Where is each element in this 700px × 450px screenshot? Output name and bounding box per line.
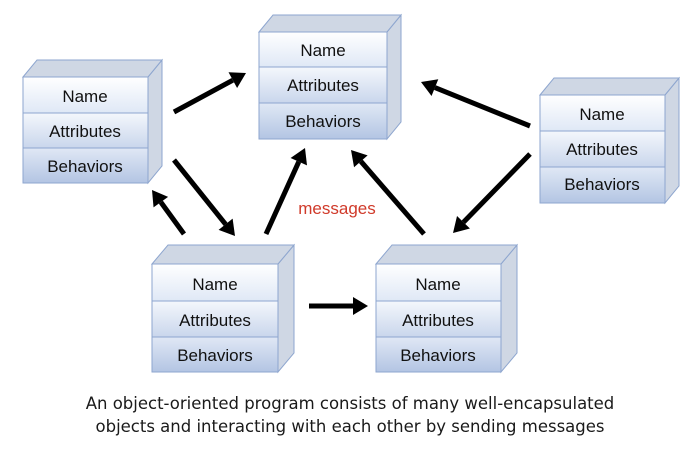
object-attributes-label: Attributes	[287, 76, 359, 95]
object-name-label: Name	[415, 275, 460, 294]
object-box-right: Name Attributes Behaviors	[538, 76, 681, 205]
caption: An object-oriented program consists of m…	[0, 392, 700, 438]
object-behaviors-label: Behaviors	[400, 346, 476, 365]
object-attributes-label: Attributes	[566, 140, 638, 159]
object-box-top-center: Name Attributes Behaviors	[257, 13, 403, 141]
object-box-side-face	[538, 76, 681, 205]
arrow-right-to-top	[433, 85, 531, 129]
object-behaviors-label: Behaviors	[285, 112, 361, 131]
object-name-label: Name	[62, 87, 107, 106]
caption-line-1: An object-oriented program consists of m…	[85, 394, 615, 413]
object-name-label: Name	[300, 41, 345, 60]
arrow-head	[453, 215, 470, 233]
arrow-head	[228, 72, 246, 89]
arrow-head	[421, 79, 439, 96]
arrow-bottom-right-to-top	[358, 159, 426, 236]
object-behaviors-label: Behaviors	[564, 175, 640, 194]
arrow-head	[152, 190, 169, 208]
object-name-label: Name	[192, 275, 237, 294]
object-behaviors-label: Behaviors	[47, 157, 123, 176]
object-box-left: Name Attributes Behaviors	[21, 58, 164, 185]
object-attributes-label: Attributes	[402, 311, 474, 330]
arrow-head	[218, 218, 235, 236]
arrow-bottom-left-to-top	[263, 160, 302, 236]
object-box-side-face	[21, 58, 164, 185]
object-attributes-label: Attributes	[179, 311, 251, 330]
message-arrows	[152, 72, 532, 315]
arrow-left-to-bottom-left	[172, 158, 228, 226]
object-behaviors-label: Behaviors	[177, 346, 253, 365]
messages-label: messages	[298, 199, 375, 218]
arrow-head	[290, 148, 308, 166]
arrow-right-to-bottom-right	[461, 152, 532, 225]
object-attributes-label: Attributes	[49, 122, 121, 141]
arrow-left-to-top	[172, 77, 235, 115]
object-box-bottom-left: Name Attributes Behaviors	[150, 243, 296, 374]
object-name-label: Name	[579, 105, 624, 124]
caption-line-2: objects and interacting with each other …	[95, 417, 605, 436]
object-box-bottom-right: Name Attributes Behaviors	[374, 243, 519, 374]
arrow-head	[353, 297, 368, 315]
arrow-bottom-left-to-left	[158, 200, 187, 236]
arrow-head	[351, 150, 368, 168]
object-box-side-face	[374, 243, 519, 374]
